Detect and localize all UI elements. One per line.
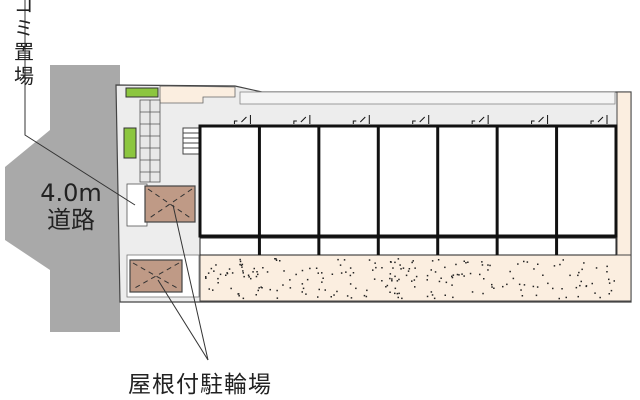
- garbage-area-label: ゴミ置場: [14, 0, 34, 88]
- road: [5, 65, 120, 332]
- balcony-strip: [199, 237, 617, 256]
- unit: [257, 115, 311, 255]
- stair-grid: [139, 99, 161, 183]
- stairs: [182, 127, 200, 155]
- paving-texture: [205, 258, 615, 300]
- planter-side: [123, 127, 137, 159]
- road-label: 4.0m 道路: [36, 180, 106, 234]
- leader-lines: [24, 0, 209, 361]
- building: [198, 124, 618, 238]
- unit: [376, 115, 430, 255]
- road-width: 4.0m: [40, 179, 102, 207]
- right-paving-strip: [616, 91, 632, 256]
- bicycle-parking-1: [144, 185, 196, 223]
- door-icon: [412, 115, 430, 124]
- unit: [436, 115, 489, 255]
- unit: [555, 115, 608, 255]
- door-icon: [471, 115, 489, 124]
- bicycle-parking-label: 屋根付駐輪場: [128, 372, 272, 398]
- upper-walkway: [239, 91, 616, 105]
- white-area: [126, 183, 148, 227]
- units: [233, 115, 608, 255]
- door-icon: [233, 115, 251, 124]
- door-icon: [293, 115, 311, 124]
- road-name: 道路: [47, 206, 95, 234]
- unit: [233, 115, 251, 124]
- door-icon: [590, 115, 608, 124]
- paved-area: [199, 254, 632, 302]
- unit: [495, 115, 549, 255]
- door-icon: [531, 115, 549, 124]
- bicycle-parking-2: [129, 259, 183, 293]
- planter-top: [125, 87, 159, 98]
- unit: [317, 115, 370, 255]
- door-icon: [352, 115, 370, 124]
